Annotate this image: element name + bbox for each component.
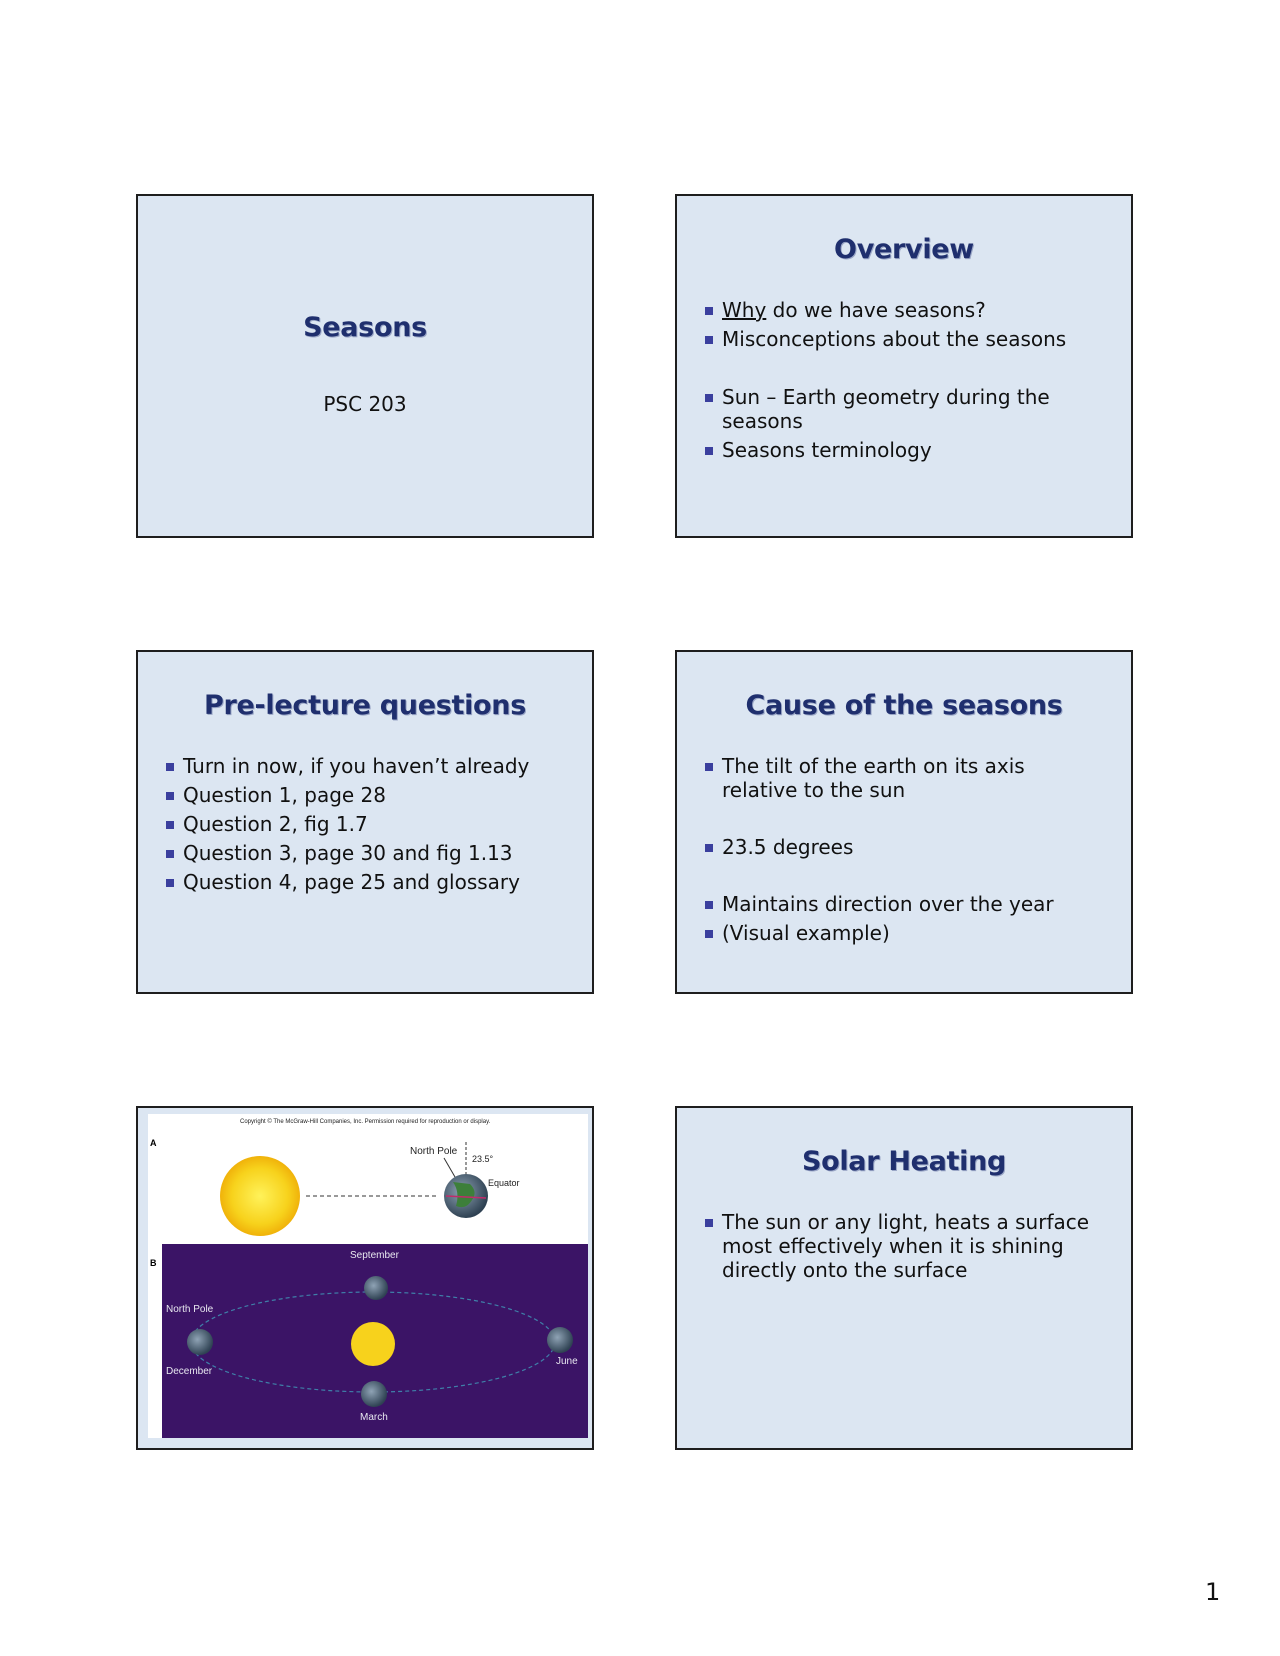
december-label: December bbox=[166, 1366, 213, 1377]
earth-september-icon bbox=[364, 1276, 388, 1300]
list-item: (Visual example) bbox=[703, 921, 1103, 945]
list-item: Question 4, page 25 and glossary bbox=[164, 870, 574, 894]
panel-b-label: B bbox=[150, 1258, 157, 1268]
underlined-word: Why bbox=[722, 298, 767, 322]
bullet-list: Why do we have seasons? Misconceptions a… bbox=[703, 298, 1113, 462]
equator-label: Equator bbox=[488, 1178, 520, 1188]
earth-june-icon bbox=[547, 1327, 573, 1353]
equator-line bbox=[445, 1195, 487, 1199]
slide-subtitle: PSC 203 bbox=[323, 392, 407, 416]
slide-title: Seasons bbox=[303, 312, 427, 343]
september-label: September bbox=[350, 1250, 400, 1261]
slide-pre-lecture-questions: Pre-lecture questions Turn in now, if yo… bbox=[136, 650, 594, 994]
north-pole-label: North Pole bbox=[410, 1146, 458, 1157]
earth-march-icon bbox=[361, 1381, 387, 1407]
copyright-text: Copyright © The McGraw-Hill Companies, I… bbox=[240, 1118, 491, 1125]
panel-a-label: A bbox=[150, 1138, 157, 1148]
slide-seasons-figure: Copyright © The McGraw-Hill Companies, I… bbox=[136, 1106, 594, 1450]
list-item: Sun – Earth geometry during the seasons bbox=[703, 385, 1113, 433]
sun-icon bbox=[351, 1322, 395, 1366]
slide-title: Overview bbox=[834, 234, 974, 265]
diagram-svg: Copyright © The McGraw-Hill Companies, I… bbox=[150, 1118, 588, 1438]
bullet-list: The tilt of the earth on its axis relati… bbox=[703, 754, 1103, 945]
list-item: Why do we have seasons? bbox=[703, 298, 1113, 322]
sun-icon bbox=[220, 1156, 300, 1236]
list-item: Turn in now, if you haven’t already bbox=[164, 754, 574, 778]
slide-solar-heating: Solar Heating The sun or any light, heat… bbox=[675, 1106, 1133, 1450]
list-item: Question 1, page 28 bbox=[164, 783, 574, 807]
list-item: Seasons terminology bbox=[703, 438, 1113, 462]
continent-shape bbox=[453, 1182, 475, 1208]
slide-overview: Overview Why do we have seasons? Misconc… bbox=[675, 194, 1133, 538]
slide-cause-of-seasons: Cause of the seasons The tilt of the ear… bbox=[675, 650, 1133, 994]
page-number: 1 bbox=[1205, 1578, 1221, 1606]
list-item: Misconceptions about the seasons bbox=[703, 327, 1113, 351]
list-item: The tilt of the earth on its axis relati… bbox=[703, 754, 1103, 802]
list-item: Maintains direction over the year bbox=[703, 892, 1103, 916]
earth-december-icon bbox=[187, 1329, 213, 1355]
list-item: 23.5 degrees bbox=[703, 835, 1103, 859]
slide-title: Solar Heating bbox=[801, 1146, 1007, 1177]
seasons-diagram: Copyright © The McGraw-Hill Companies, I… bbox=[148, 1114, 588, 1438]
angle-label: 23.5° bbox=[472, 1154, 494, 1164]
bullet-list: Turn in now, if you haven’t already Ques… bbox=[164, 754, 574, 894]
bullet-list: The sun or any light, heats a surface mo… bbox=[703, 1210, 1113, 1282]
slide-title: Cause of the seasons bbox=[745, 690, 1063, 721]
list-item: Question 3, page 30 and fig 1.13 bbox=[164, 841, 574, 865]
list-item: The sun or any light, heats a surface mo… bbox=[703, 1210, 1113, 1282]
slide-seasons: Seasons PSC 203 bbox=[136, 194, 594, 538]
march-label: March bbox=[360, 1412, 388, 1423]
slide-title: Pre-lecture questions bbox=[204, 690, 526, 721]
june-label: June bbox=[556, 1356, 578, 1367]
list-item: Question 2, fig 1.7 bbox=[164, 812, 574, 836]
north-pole-label-b: North Pole bbox=[166, 1304, 214, 1315]
